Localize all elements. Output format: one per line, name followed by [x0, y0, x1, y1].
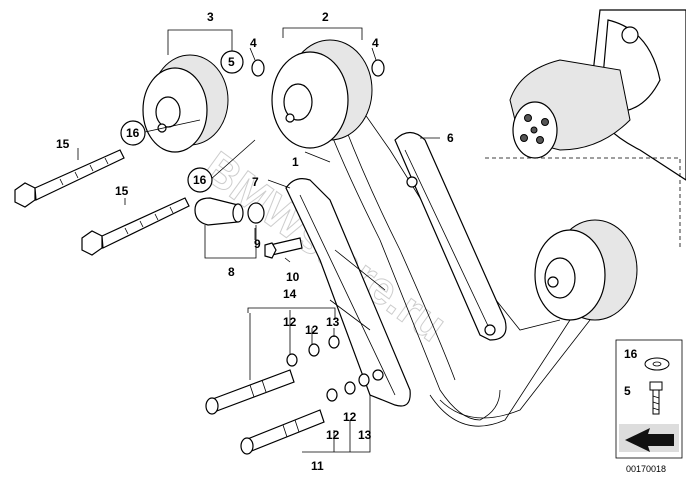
callout-4-left: 4	[250, 36, 257, 50]
pin-upper	[205, 369, 295, 415]
washer-4-right	[371, 59, 385, 77]
seal-ring-12b	[308, 343, 320, 357]
seal-ring-13a	[328, 335, 340, 349]
callout-1: 1	[292, 155, 299, 169]
callout-15-upper: 15	[56, 137, 70, 151]
callout-12c: 12	[343, 410, 357, 424]
guide-rail	[285, 178, 411, 407]
legend-box: 16 5	[615, 339, 683, 459]
callout-6: 6	[447, 131, 454, 145]
tensioner-rail	[394, 131, 507, 341]
callout-8: 8	[228, 265, 235, 279]
diagram-id: 00170018	[626, 464, 666, 474]
seal-ring-12c	[326, 388, 338, 402]
callout-11: 11	[311, 459, 324, 473]
camshaft-sprocket-right	[271, 39, 373, 149]
callout-12a: 12	[283, 315, 297, 329]
legend-label-16: 16	[624, 347, 638, 361]
callout-13a: 13	[326, 315, 340, 329]
callout-16-lower: 16	[193, 173, 207, 187]
callout-13b: 13	[358, 428, 372, 442]
camshaft-sprocket-left	[142, 54, 229, 153]
bolt-icon	[649, 381, 663, 415]
callout-15-lower: 15	[115, 184, 129, 198]
bolt-10	[264, 237, 303, 259]
seal-ring-13b	[358, 373, 370, 387]
bolt-15-upper	[14, 149, 125, 208]
seal-ring-12d	[344, 381, 356, 395]
callout-9: 9	[254, 237, 261, 251]
callout-12d: 12	[326, 428, 340, 442]
direction-arrow-icon	[619, 424, 679, 452]
bolt-15-lower	[81, 197, 190, 256]
callout-14: 14	[283, 287, 297, 301]
callout-3: 3	[207, 10, 214, 24]
pin-lower	[240, 409, 325, 455]
legend-label-5: 5	[624, 384, 631, 398]
callout-16-upper: 16	[126, 126, 140, 140]
seal-ring-12a	[286, 353, 298, 367]
chain-tensioner	[194, 197, 265, 226]
washer-4-left	[251, 59, 265, 77]
callout-10: 10	[286, 270, 300, 284]
crank-sprocket	[534, 219, 638, 321]
leader-lines	[77, 27, 440, 453]
callout-2: 2	[322, 10, 329, 24]
crankshaft	[509, 9, 686, 181]
callout-12b: 12	[305, 323, 319, 337]
callout-5: 5	[228, 55, 235, 69]
seal-ring-9	[247, 202, 265, 224]
callout-4-right: 4	[372, 36, 379, 50]
callout-7: 7	[252, 175, 259, 189]
